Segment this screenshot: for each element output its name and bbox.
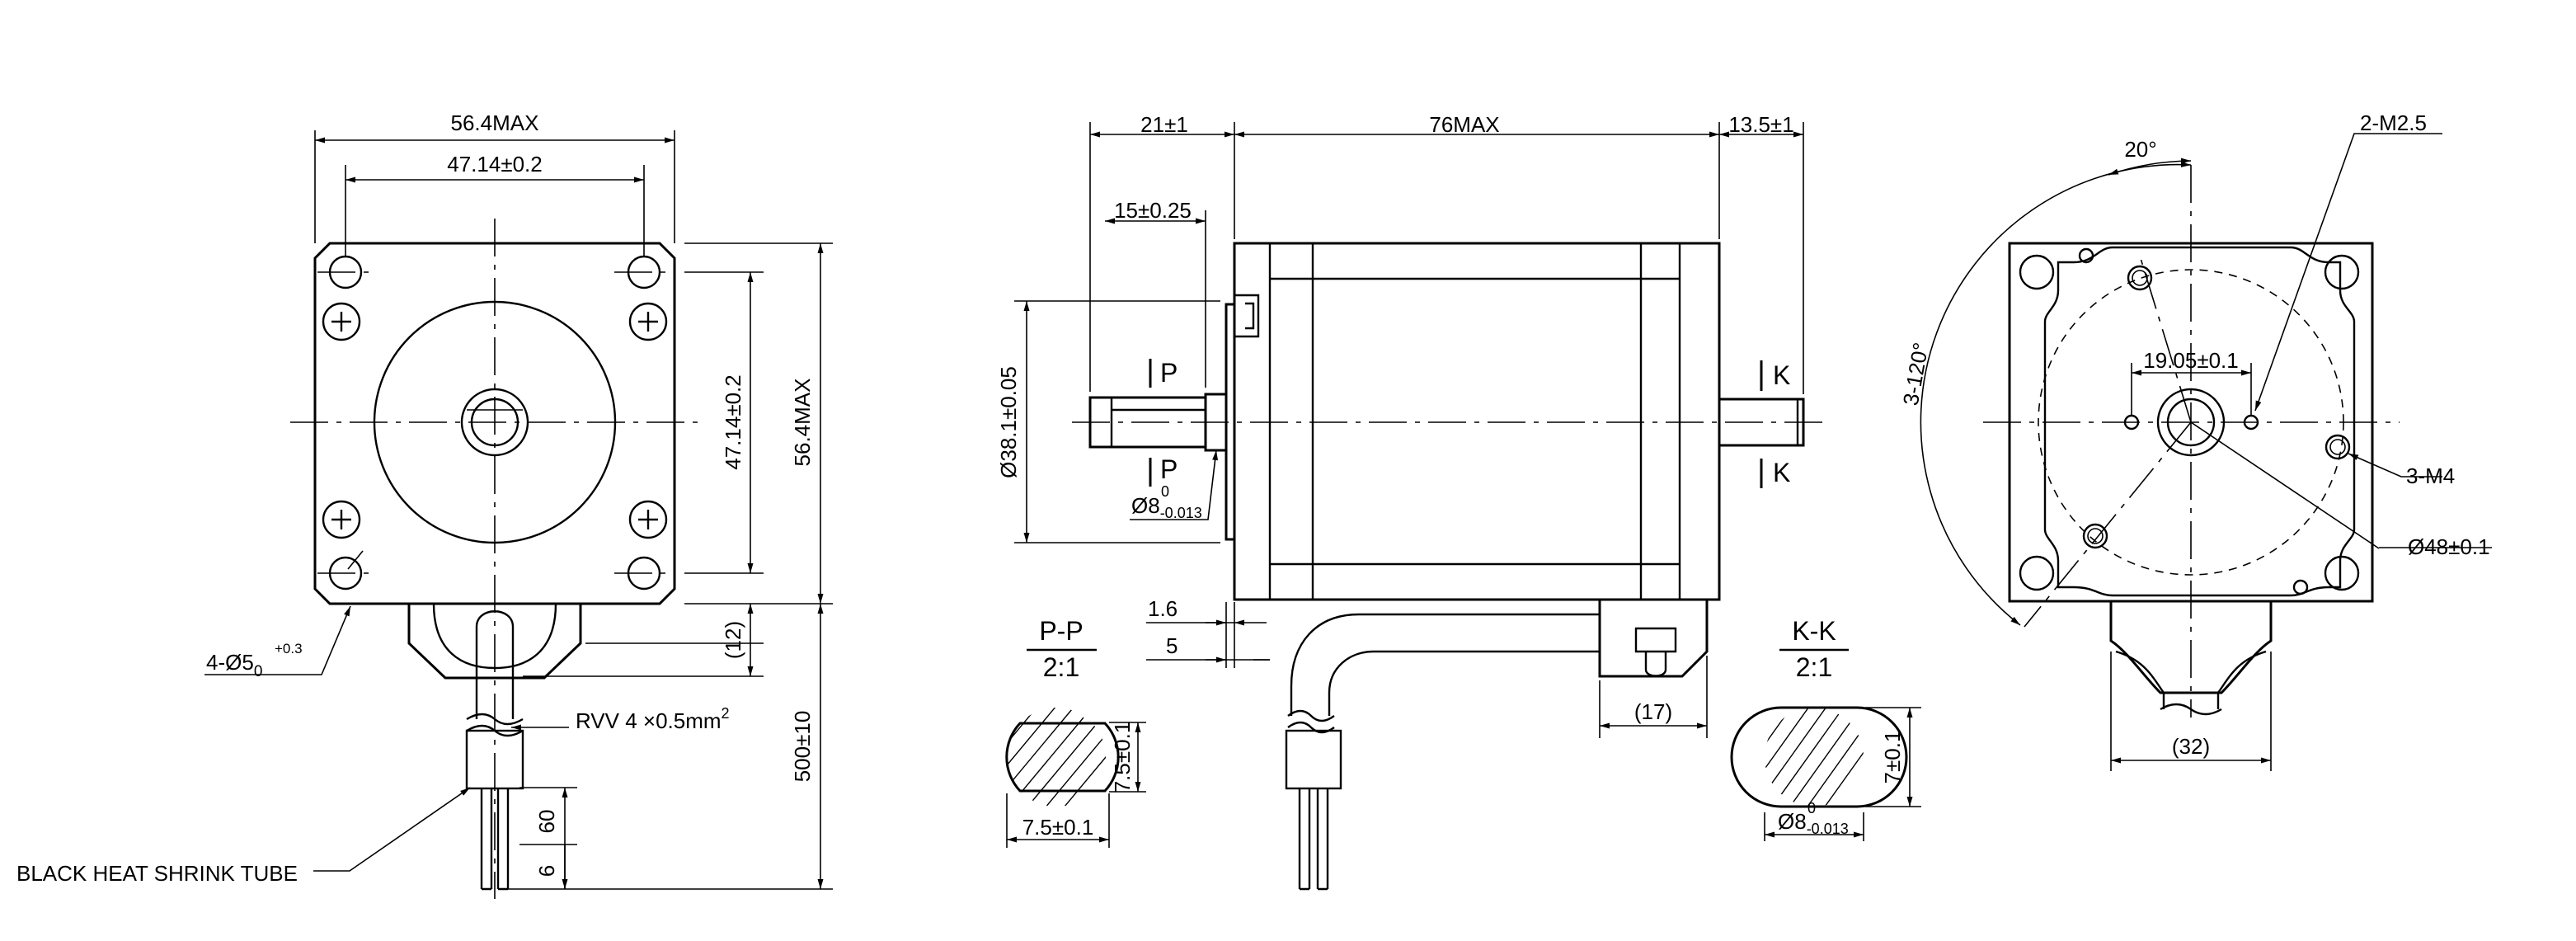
- side-body: [1233, 242, 1721, 601]
- side-section-k-bottom: K: [1773, 458, 1790, 487]
- section-kk: K-K 2:1 7±0.1 Ø8-0.013 0: [1730, 616, 1921, 841]
- front-hole-pitch-v: 47.14±0.2: [721, 374, 745, 469]
- side-pilot-height: 1.6: [1148, 596, 1178, 621]
- side-cable: [1285, 613, 1600, 891]
- section-kk-flat: 7±0.1: [1880, 731, 1905, 784]
- side-shaft-dia-tol: 0: [1161, 483, 1169, 500]
- side-section-k-top: K: [1773, 360, 1790, 390]
- section-kk-dia: Ø8-0.013: [1778, 809, 1849, 837]
- front-height-max: 56.4MAX: [790, 379, 815, 467]
- section-pp-flat-a: 7.5±0.1: [1110, 722, 1135, 793]
- side-section-p-top: P: [1160, 358, 1178, 388]
- section-kk-scale: 2:1: [1796, 652, 1832, 682]
- section-pp-scale: 2:1: [1043, 652, 1079, 682]
- front-cable-boss: [407, 604, 582, 680]
- front-view: 56.4MAX 47.14±0.2 47.14±0.2 56.4MAX (12)…: [16, 111, 833, 899]
- section-kk-profile: [1730, 706, 1908, 808]
- rear-screw-m25: 2-M2.5: [2360, 111, 2427, 135]
- section-pp-flat-b: 7.5±0.1: [1022, 815, 1094, 840]
- front-boss-dim: (12): [721, 621, 745, 659]
- front-cable-spec: RVV 4 ×0.5mm2: [576, 705, 730, 733]
- front-width-max: 56.4MAX: [451, 111, 539, 135]
- side-shaft-dia: Ø8-0.013: [1131, 493, 1202, 521]
- front-flange-outline: [313, 242, 676, 605]
- front-heat-shrink-label: BLACK HEAT SHRINK TUBE: [16, 861, 298, 886]
- side-shaft-length: 21±1: [1140, 112, 1188, 137]
- section-kk-title: K-K: [1792, 616, 1836, 646]
- section-kk-hatch: [1765, 708, 1864, 807]
- rear-corner-holes: [2019, 247, 2360, 595]
- rear-bolt-circle-dia: Ø48±0.1: [2408, 534, 2490, 559]
- side-cable-boss: [1598, 600, 1709, 678]
- rear-boss-dim: (32): [2172, 734, 2210, 759]
- side-flange-thk: 5: [1166, 633, 1178, 658]
- front-hole-pitch-h: 47.14±0.2: [447, 152, 542, 176]
- rear-screw-m4: 3-M4: [2406, 463, 2455, 488]
- rear-view: 20° 2-M2.5 19.05±0.1 3-120° 3-M4 Ø48±0.1…: [1898, 111, 2492, 771]
- side-flat-length: 15±0.25: [1114, 198, 1192, 223]
- section-pp: P-P 2:1 7.5±0.1 7.5±0.1: [1005, 616, 1146, 848]
- side-view: 21±1 76MAX 13.5±1 15±0.25 Ø38.1±0.05 P P…: [996, 112, 1822, 891]
- front-strip-60: 60: [534, 810, 559, 834]
- rear-pitch: 19.05±0.1: [2143, 348, 2238, 373]
- rear-angle-20: 20°: [2124, 137, 2156, 162]
- front-hole-tol: +0.3: [275, 641, 303, 656]
- side-body-length: 76MAX: [1429, 112, 1499, 137]
- side-section-p-bottom: P: [1160, 454, 1178, 484]
- section-pp-profile: [1005, 722, 1120, 793]
- front-strip-6: 6: [534, 865, 559, 877]
- side-pilot-dia: Ø38.1±0.05: [996, 366, 1021, 478]
- side-rear-shaft: 13.5±1: [1728, 112, 1793, 137]
- rear-angle-120: 3-120°: [1898, 341, 1934, 407]
- front-hole-callout: 4-Ø50: [206, 650, 262, 680]
- side-boss-width: (17): [1634, 699, 1672, 724]
- rear-boss: [2109, 601, 2273, 694]
- section-kk-dia-tol: 0: [1807, 800, 1816, 816]
- front-screws: [322, 302, 668, 539]
- front-lead-length: 500±10: [790, 711, 815, 783]
- section-pp-title: P-P: [1039, 616, 1083, 646]
